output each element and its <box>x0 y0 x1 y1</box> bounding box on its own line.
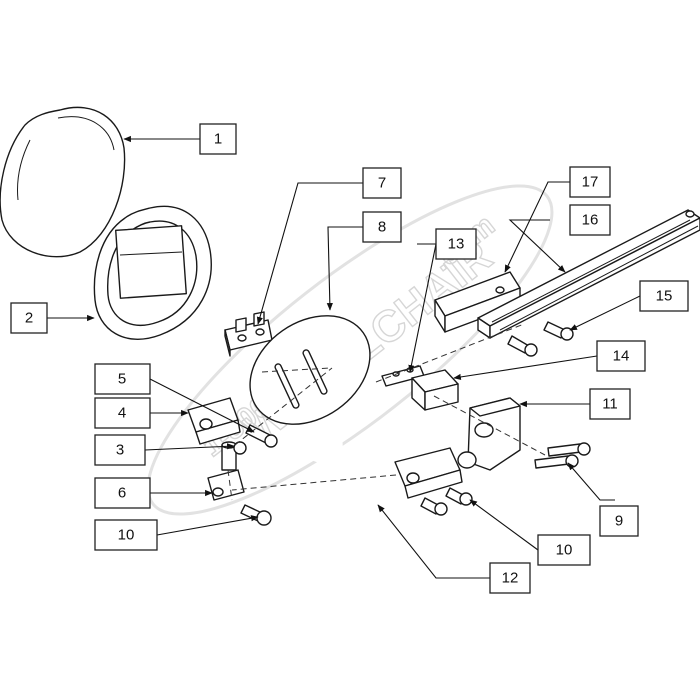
callout-10-right: 10 <box>537 534 591 566</box>
part-1-pad <box>0 106 126 258</box>
callout-10-right-label: 10 <box>556 542 573 559</box>
callout-17-label: 17 <box>582 174 599 191</box>
part-16-rail <box>477 209 700 339</box>
part-11-hinge <box>394 397 521 499</box>
callout-5: 5 <box>94 363 151 395</box>
callout-4: 4 <box>94 397 151 429</box>
callout-13: 13 <box>435 228 477 260</box>
callout-12: 12 <box>489 562 531 594</box>
part-17-tube <box>434 271 521 333</box>
callout-2-label: 2 <box>25 310 33 327</box>
callout-13-label: 13 <box>448 236 465 253</box>
callout-6: 6 <box>94 477 151 509</box>
callout-9: 9 <box>599 505 639 537</box>
callout-8: 8 <box>362 211 402 243</box>
callout-8-label: 8 <box>378 219 386 236</box>
callout-14-label: 14 <box>613 348 630 365</box>
callout-3-label: 3 <box>116 442 124 459</box>
callout-7: 7 <box>362 167 402 199</box>
part-4-clamp <box>187 397 278 448</box>
callout-12-label: 12 <box>502 570 519 587</box>
callout-2: 2 <box>10 302 48 334</box>
callout-14: 14 <box>596 340 646 372</box>
part-14-block <box>411 369 459 411</box>
callout-15: 15 <box>639 280 689 312</box>
part-10-screws-right <box>420 487 473 516</box>
callout-11-label: 11 <box>602 396 618 413</box>
callout-4-label: 4 <box>118 405 126 422</box>
part-10-screw-left <box>240 504 272 526</box>
callout-16: 16 <box>569 204 611 236</box>
callout-6-label: 6 <box>118 485 126 502</box>
callout-10-left: 10 <box>94 519 158 551</box>
callout-5-label: 5 <box>118 371 126 388</box>
callout-9-label: 9 <box>615 513 623 530</box>
part-2-frame <box>93 205 212 340</box>
part-9-screws <box>534 442 591 469</box>
callout-15-label: 15 <box>656 288 673 305</box>
part-12-rod <box>278 425 384 512</box>
callout-1-label: 1 <box>214 131 222 148</box>
part-8-oval-plate <box>249 315 371 425</box>
callout-16-label: 16 <box>582 212 599 229</box>
callout-17: 17 <box>569 166 611 198</box>
part-15-screws <box>507 321 574 357</box>
callout-3: 3 <box>94 434 146 466</box>
callout-11: 11 <box>589 388 631 420</box>
callout-10-left-label: 10 <box>118 527 135 544</box>
callout-7-label: 7 <box>378 175 386 192</box>
leader-lines <box>47 135 641 579</box>
watermark-ring <box>146 184 554 516</box>
callout-1: 1 <box>199 123 237 155</box>
